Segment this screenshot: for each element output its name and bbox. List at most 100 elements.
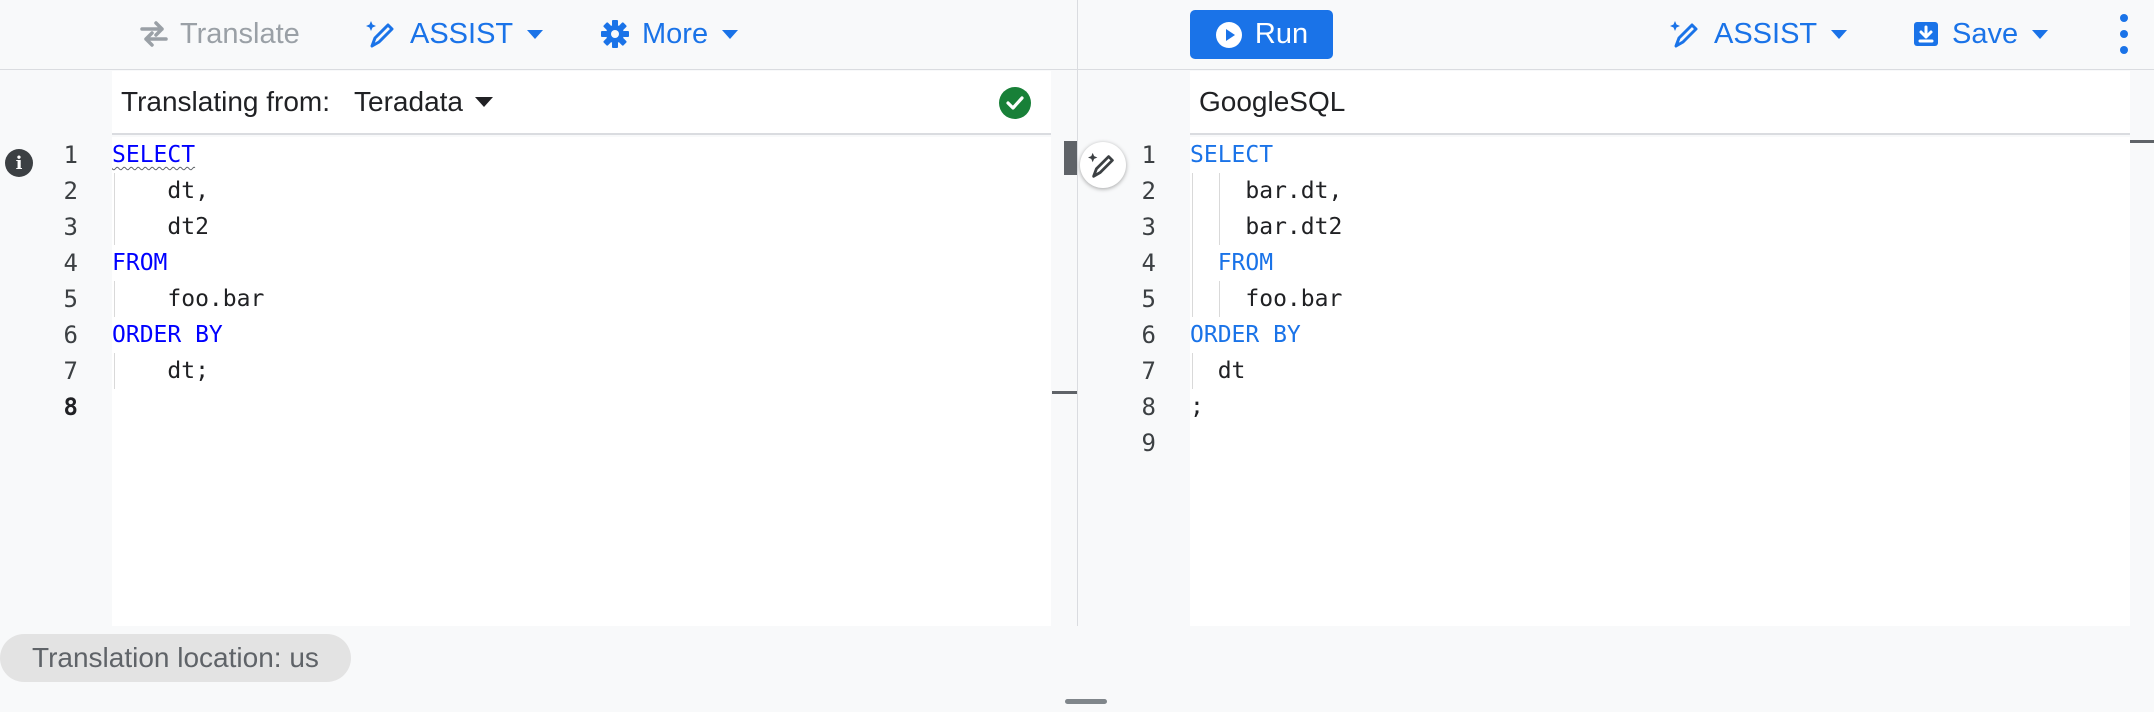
translating-from-label: Translating from:: [121, 86, 331, 117]
code-line[interactable]: ORDER BY: [1190, 317, 1301, 353]
target-assist-label: ASSIST: [1714, 17, 1818, 50]
translate-label: Translate: [180, 17, 300, 50]
line-number: 2: [1141, 177, 1156, 205]
line-number: 1: [1141, 141, 1156, 169]
assist-pen-icon: [366, 21, 394, 48]
translation-location-label: Translation location: us: [32, 642, 319, 673]
sql-keyword: FROM: [1190, 250, 1274, 276]
source-dialect-value: Teradata: [354, 86, 463, 117]
code-text: dt: [1190, 358, 1246, 384]
target-assist-button[interactable]: ASSIST: [1670, 10, 1848, 58]
info-icon[interactable]: i: [5, 149, 33, 177]
sql-keyword: ORDER BY: [1190, 322, 1301, 348]
code-text: ;: [1190, 394, 1204, 420]
code-text: dt2: [112, 214, 209, 240]
code-line[interactable]: bar.dt,: [1190, 173, 1342, 209]
line-number: 3: [1141, 213, 1156, 241]
indent-guide: [1192, 245, 1193, 281]
run-button[interactable]: Run: [1190, 10, 1333, 59]
line-number: 4: [63, 249, 78, 277]
run-label: Run: [1254, 18, 1309, 50]
translate-button[interactable]: Translate: [140, 10, 300, 58]
code-line[interactable]: bar.dt2: [1190, 209, 1342, 245]
sql-keyword: SELECT: [1190, 142, 1274, 168]
indent-guide: [1192, 173, 1193, 245]
indent-guide: [1192, 281, 1193, 317]
code-line[interactable]: FROM: [1190, 245, 1273, 281]
code-line[interactable]: dt: [1190, 353, 1246, 389]
sql-keyword: ORDER BY: [112, 322, 223, 348]
more-label: More: [642, 17, 709, 50]
code-text: foo.bar: [112, 286, 265, 312]
code-line[interactable]: FROM: [112, 245, 167, 281]
chevron-down-icon: [527, 29, 544, 39]
target-scroll-marker: [2130, 140, 2154, 143]
chevron-down-icon: [1831, 29, 1848, 39]
indent-guide: [114, 281, 115, 317]
more-button[interactable]: More: [600, 10, 739, 58]
line-number: 5: [63, 285, 78, 313]
resize-handle[interactable]: [1065, 699, 1107, 704]
source-assist-button[interactable]: ASSIST: [366, 10, 544, 58]
code-line[interactable]: dt2: [112, 209, 209, 245]
save-label: Save: [1952, 17, 2019, 50]
target-dialect-bar: GoogleSQL: [1190, 71, 2130, 135]
save-download-icon: [1914, 22, 1938, 46]
source-assist-label: ASSIST: [410, 17, 514, 50]
save-button[interactable]: Save: [1912, 10, 2049, 58]
sql-keyword: FROM: [112, 250, 168, 276]
code-line[interactable]: dt;: [112, 353, 209, 389]
gear-icon: [601, 20, 629, 48]
source-toolbar: Translate ASSIST: [0, 0, 1077, 70]
line-number: 4: [1141, 249, 1156, 277]
line-number: 3: [63, 213, 78, 241]
code-text: bar.dt2: [1190, 214, 1343, 240]
chevron-down-icon: [2032, 29, 2049, 39]
translation-location-chip[interactable]: Translation location: us: [0, 634, 351, 682]
code-text: bar.dt,: [1190, 178, 1343, 204]
code-line[interactable]: ORDER BY: [112, 317, 223, 353]
line-number: 1: [63, 141, 78, 169]
more-vert-icon[interactable]: [2114, 14, 2134, 54]
sparkle-pen-icon: [1088, 152, 1114, 178]
code-line[interactable]: foo.bar: [1190, 281, 1342, 317]
swap-icon: [140, 21, 168, 47]
indent-guide: [114, 173, 115, 245]
line-number: 8: [63, 393, 78, 421]
target-toolbar: Run ASSIST Save: [1078, 0, 2154, 70]
code-line[interactable]: SELECT: [112, 137, 195, 173]
code-line[interactable]: foo.bar: [112, 281, 264, 317]
target-pane: Run ASSIST Save GoogleSQL 1 2 3 4: [1078, 0, 2154, 626]
source-dialect-select[interactable]: Teradata: [354, 86, 493, 118]
line-number: 8: [1141, 393, 1156, 421]
code-text: dt,: [112, 178, 209, 204]
line-number: 6: [63, 321, 78, 349]
indent-guide: [114, 353, 115, 389]
code-line[interactable]: ;: [1190, 389, 1204, 425]
code-line[interactable]: SELECT: [1190, 137, 1273, 173]
target-dialect-label: GoogleSQL: [1199, 86, 1346, 117]
sql-keyword: SELECT: [112, 142, 196, 168]
indent-guide: [1192, 353, 1193, 389]
assist-pen-icon: [1670, 21, 1698, 48]
code-line[interactable]: dt,: [112, 173, 209, 209]
line-number: 9: [1141, 429, 1156, 457]
check-circle-icon: [999, 87, 1031, 119]
source-dialect-bar: Translating from: Teradata: [112, 71, 1051, 135]
line-number: 7: [1141, 357, 1156, 385]
code-text: dt;: [112, 358, 209, 384]
sparkle-pen-button[interactable]: [1080, 142, 1126, 188]
source-scrollbar-thumb[interactable]: [1064, 141, 1077, 175]
pane-divider[interactable]: [1077, 0, 1078, 626]
chevron-down-icon: [722, 29, 739, 39]
indent-guide: [1219, 173, 1220, 245]
line-number: 5: [1141, 285, 1156, 313]
code-text: foo.bar: [1190, 286, 1343, 312]
chevron-down-icon: [475, 97, 493, 107]
